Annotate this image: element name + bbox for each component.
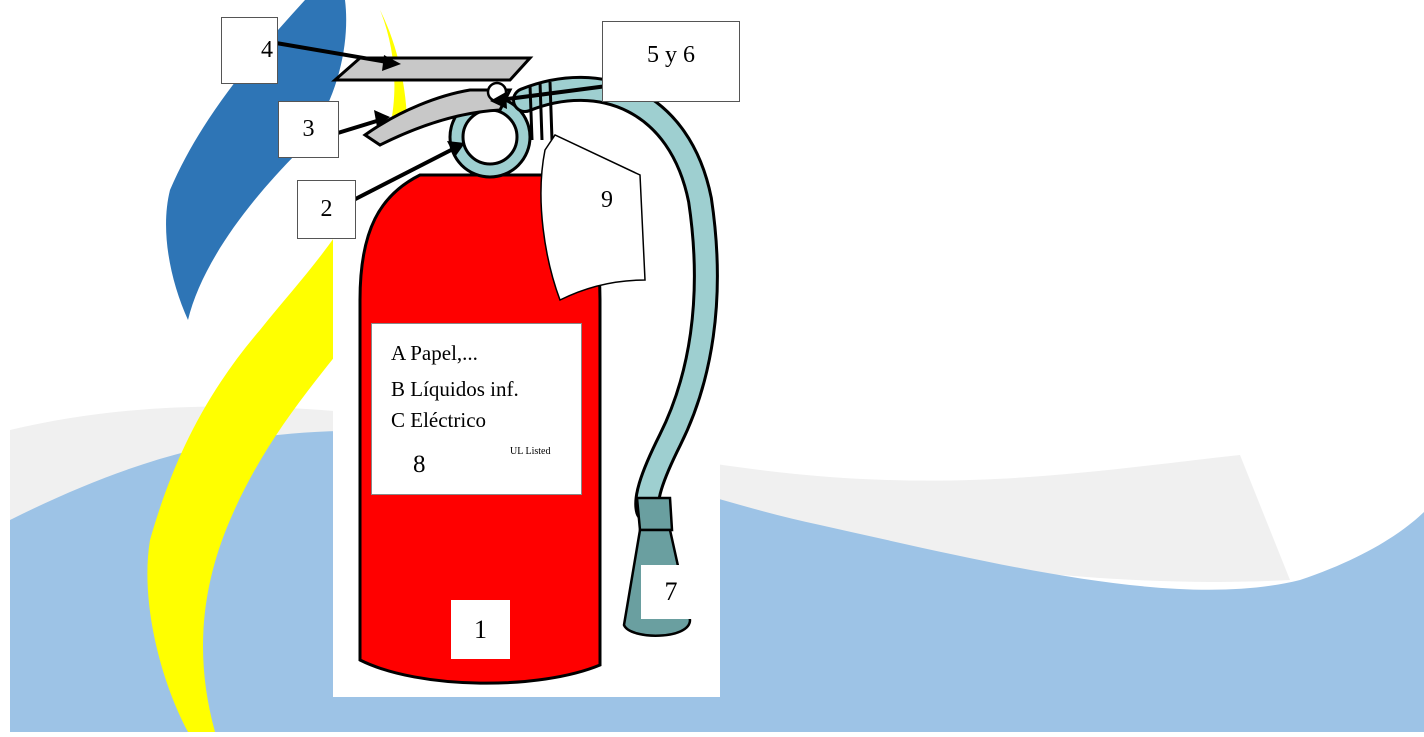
label-box-7: 7 — [641, 565, 701, 619]
label-box-2: 2 — [297, 180, 356, 239]
ul-listed-text: UL Listed — [510, 446, 550, 457]
label-box-1: 1 — [451, 600, 510, 659]
label-box-5y6: 5 y 6 — [602, 21, 740, 102]
label-number-8: 8 — [413, 451, 426, 479]
class-b-text: B Líquidos inf. — [391, 377, 519, 402]
label-box-4: 4 — [221, 17, 278, 84]
nozzle — [637, 498, 672, 530]
carry-handle — [335, 58, 530, 80]
label-number-9: 9 — [601, 187, 613, 214]
extinguisher-class-label: A Papel,... B Líquidos inf. C Eléctrico … — [371, 323, 582, 495]
class-c-text: C Eléctrico — [391, 408, 486, 433]
class-a-text: A Papel,... — [391, 341, 478, 366]
label-box-3: 3 — [278, 101, 339, 158]
pressure-gauge — [463, 110, 517, 164]
